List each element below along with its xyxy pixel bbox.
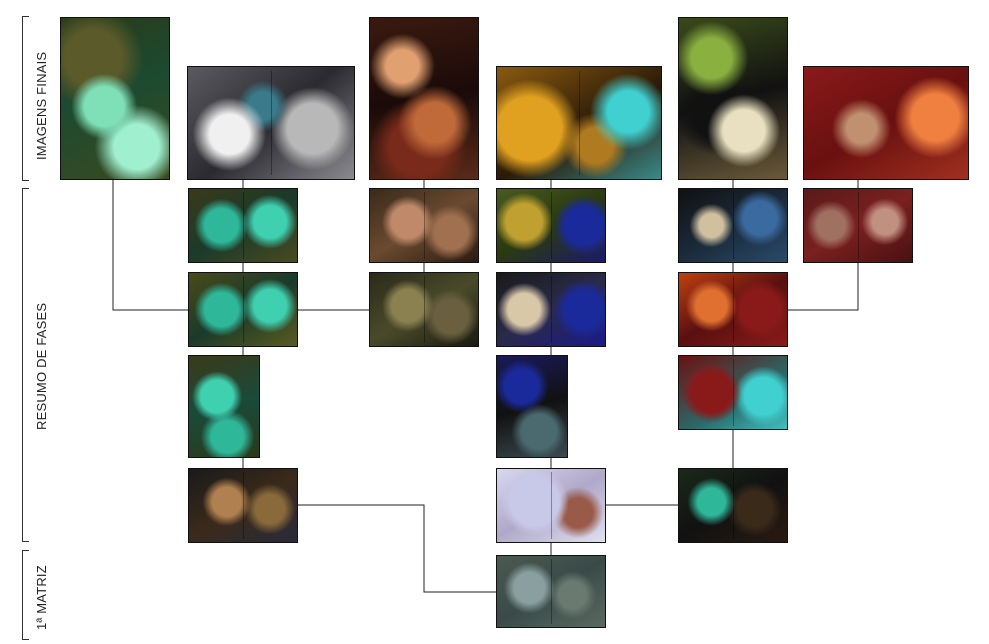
phase-r4-c1[interactable] bbox=[188, 468, 298, 543]
final-images-bracket bbox=[22, 16, 29, 181]
phase-r2-c3[interactable] bbox=[496, 272, 606, 347]
first-matrix-bracket bbox=[22, 550, 29, 640]
phase-r1-c5[interactable] bbox=[678, 188, 788, 263]
first-matrix-image[interactable] bbox=[496, 555, 606, 628]
phase-r3-c3[interactable] bbox=[496, 355, 568, 458]
phase-r1-c2[interactable] bbox=[369, 188, 479, 263]
link-col6-to-col5 bbox=[788, 262, 859, 311]
phase-summary-label: RESUMO DE FASES bbox=[34, 302, 49, 430]
phase-r1-c1[interactable] bbox=[188, 188, 298, 263]
phase-summary-bracket bbox=[22, 188, 29, 542]
phase-r1-c6[interactable] bbox=[803, 188, 913, 263]
final-image-4[interactable] bbox=[496, 66, 662, 180]
phase-r4-c5[interactable] bbox=[678, 468, 788, 543]
final-images-label: IMAGENS FINAIS bbox=[34, 51, 49, 160]
final-image-1[interactable] bbox=[60, 17, 170, 180]
final-image-6[interactable] bbox=[803, 66, 969, 180]
link-final1-to-phase bbox=[112, 180, 188, 311]
link-col1-to-matrix bbox=[298, 504, 497, 593]
phase-r2-c2[interactable] bbox=[369, 272, 479, 347]
phase-r1-c3[interactable] bbox=[496, 188, 606, 263]
phase-r4-c3[interactable] bbox=[496, 468, 606, 543]
phase-r3-c5[interactable] bbox=[678, 355, 788, 430]
phase-r2-c5[interactable] bbox=[678, 272, 788, 347]
phase-r3-c1[interactable] bbox=[188, 355, 260, 458]
final-image-2[interactable] bbox=[187, 66, 355, 180]
final-image-3[interactable] bbox=[369, 17, 479, 180]
final-image-5[interactable] bbox=[678, 17, 788, 180]
first-matrix-label: 1ª MATRIZ bbox=[34, 565, 49, 630]
phase-r2-c1[interactable] bbox=[188, 272, 298, 347]
